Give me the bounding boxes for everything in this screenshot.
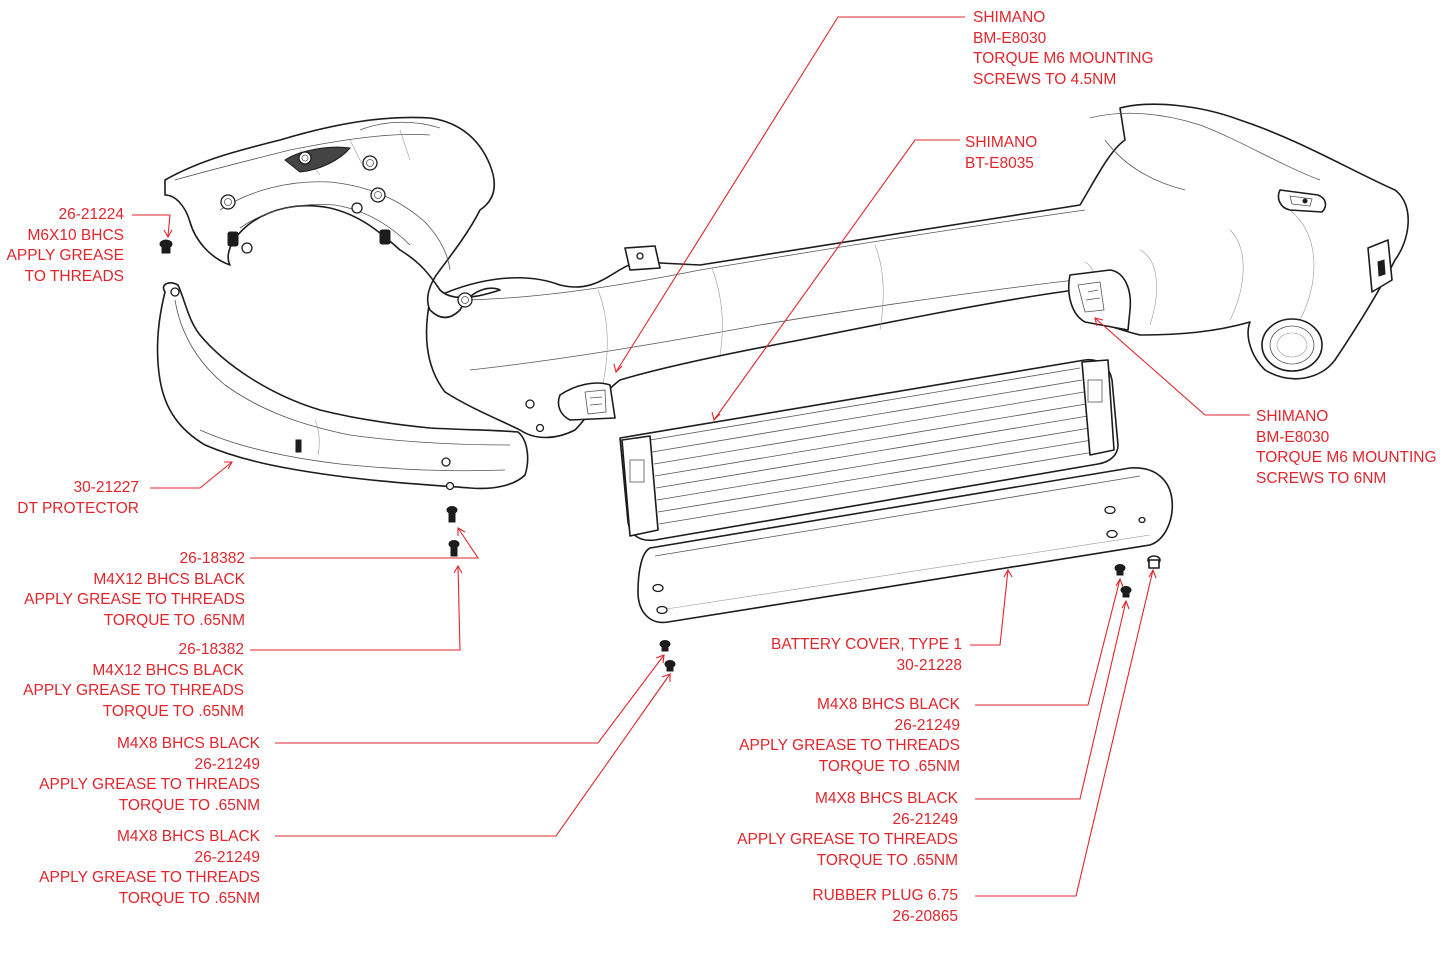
callout-line: M6X10 BHCS <box>27 226 124 244</box>
callout-rear-mount: SHIMANO BM-E8030 TORQUE M6 MOUNTING SCRE… <box>1256 407 1437 489</box>
frame-motor-cradle <box>164 116 501 319</box>
callout-line: DT PROTECTOR <box>17 499 139 517</box>
callout-line: TORQUE M6 MOUNTING <box>973 50 1154 68</box>
callout-line: APPLY GREASE TO THREADS <box>737 831 958 849</box>
m4x8-bolt-right-upper <box>1114 564 1126 576</box>
callout-m4x8-left-lower: M4X8 BHCS BLACK 26-21249 APPLY GREASE TO… <box>39 827 260 909</box>
callout-line: 26-21249 <box>892 810 958 828</box>
m4x8-bolt-left-upper <box>659 640 671 652</box>
callout-line: TORQUE TO .65NM <box>102 702 244 720</box>
callout-line: APPLY GREASE TO THREADS <box>39 869 260 887</box>
callout-line: 26-21249 <box>194 848 260 866</box>
callout-battery: SHIMANO BT-E8035 <box>965 133 1037 174</box>
callout-line: SHIMANO <box>965 134 1038 151</box>
callout-line: M4X8 BHCS BLACK <box>817 696 960 713</box>
callout-line: M4X12 BHCS BLACK <box>93 570 245 588</box>
m4x8-bolt-right-lower <box>1120 586 1132 598</box>
m4x8-bolt-left-lower <box>664 660 676 672</box>
callout-line: 26-21249 <box>194 755 260 773</box>
callout-line: 30-21227 <box>73 479 139 496</box>
callout-line: 26-18382 <box>178 641 244 658</box>
callout-m6-bolt: 26-21224 M6X10 BHCS APPLY GREASE TO THRE… <box>7 205 124 287</box>
dt-protector-part <box>156 282 529 491</box>
callout-line: BATTERY COVER, TYPE 1 <box>771 636 962 653</box>
callout-line: M4X12 BHCS BLACK <box>92 661 244 679</box>
callout-line: TORQUE TO .65NM <box>103 611 245 629</box>
callout-m4x12-lower: 26-18382 M4X12 BHCS BLACK APPLY GREASE T… <box>23 640 244 722</box>
callout-line: M4X8 BHCS BLACK <box>117 828 260 845</box>
callout-line: TO THREADS <box>24 267 124 285</box>
leader-lines <box>132 16 1250 897</box>
callout-line: TORQUE TO .65NM <box>118 796 260 814</box>
m4x12-bolt-lower <box>448 540 460 557</box>
fasteners <box>159 239 1161 672</box>
callout-line: TORQUE TO .65NM <box>816 851 958 869</box>
callout-line: TORQUE TO .65NM <box>818 757 960 775</box>
callout-m4x8-right-lower: M4X8 BHCS BLACK 26-21249 APPLY GREASE TO… <box>737 789 958 871</box>
callout-line: SHIMANO <box>1256 408 1329 425</box>
callout-m4x8-right-upper: M4X8 BHCS BLACK 26-21249 APPLY GREASE TO… <box>739 695 960 777</box>
callout-line: APPLY GREASE TO THREADS <box>23 682 244 700</box>
callout-line: SCREWS TO 6NM <box>1256 469 1387 487</box>
callout-dt-protector: 30-21227 DT PROTECTOR <box>17 478 139 519</box>
callout-line: 30-21228 <box>896 656 962 674</box>
callout-line: RUBBER PLUG 6.75 <box>812 887 958 904</box>
callout-line: 26-20865 <box>892 907 958 925</box>
callout-line: SCREWS TO 4.5NM <box>973 70 1117 88</box>
callout-line: APPLY GREASE <box>6 247 124 265</box>
callout-line: APPLY GREASE TO THREADS <box>739 737 960 755</box>
callout-line: BM-E8030 <box>1256 428 1330 446</box>
callout-line: 26-21224 <box>58 206 124 223</box>
frame-main-body <box>425 103 1409 439</box>
battery-cover-part <box>637 467 1174 624</box>
callout-m4x8-left-upper: M4X8 BHCS BLACK 26-21249 APPLY GREASE TO… <box>39 734 260 816</box>
callout-line: BM-E8030 <box>973 29 1047 47</box>
callout-line: BT-E8035 <box>965 154 1034 172</box>
callout-line: M4X8 BHCS BLACK <box>117 735 260 752</box>
rubber-plug <box>1147 555 1161 569</box>
callout-line: APPLY GREASE TO THREADS <box>39 776 260 794</box>
callout-line: SHIMANO <box>973 9 1046 26</box>
callout-m4x12-upper: 26-18382 M4X12 BHCS BLACK APPLY GREASE T… <box>24 549 245 631</box>
callout-line: 26-18382 <box>179 550 245 567</box>
m4x12-bolt-upper <box>446 506 458 523</box>
callout-rubber-plug: RUBBER PLUG 6.75 26-20865 <box>812 886 958 927</box>
callout-line: TORQUE TO .65NM <box>118 889 260 907</box>
callout-line: APPLY GREASE TO THREADS <box>24 591 245 609</box>
callout-line: M4X8 BHCS BLACK <box>815 790 958 807</box>
callout-line: TORQUE M6 MOUNTING <box>1256 449 1437 467</box>
callout-top-mount: SHIMANO BM-E8030 TORQUE M6 MOUNTING SCRE… <box>973 8 1154 90</box>
callout-line: 26-21249 <box>894 716 960 734</box>
callout-battery-cover: BATTERY COVER, TYPE 1 30-21228 <box>771 635 962 676</box>
battery-part <box>619 358 1119 542</box>
m6x10-bolt <box>159 239 173 254</box>
